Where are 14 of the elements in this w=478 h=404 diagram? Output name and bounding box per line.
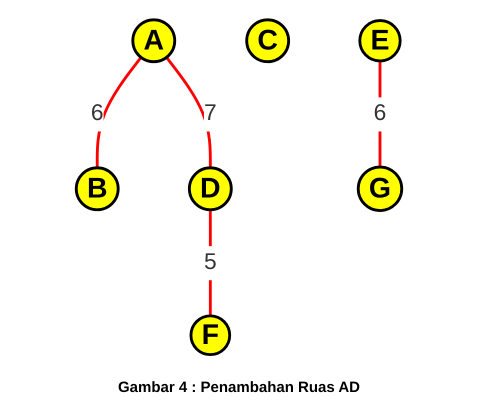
node-circle: B bbox=[74, 166, 120, 211]
node-circle: E bbox=[358, 18, 402, 62]
caption: Gambar 4 : Penambahan Ruas AD bbox=[118, 378, 360, 398]
connector bbox=[96, 56, 142, 168]
connector bbox=[165, 56, 212, 168]
node-circle: F bbox=[190, 314, 232, 356]
edge-label: 6 bbox=[90, 101, 104, 126]
node-circle: A bbox=[131, 18, 176, 63]
edge-label: 7 bbox=[204, 101, 217, 126]
node-circle: G bbox=[356, 165, 404, 212]
edge-label: 5 bbox=[204, 250, 217, 274]
edge-label: 6 bbox=[374, 101, 386, 126]
node-circle: C bbox=[245, 18, 290, 63]
node-circle: D bbox=[188, 166, 233, 211]
